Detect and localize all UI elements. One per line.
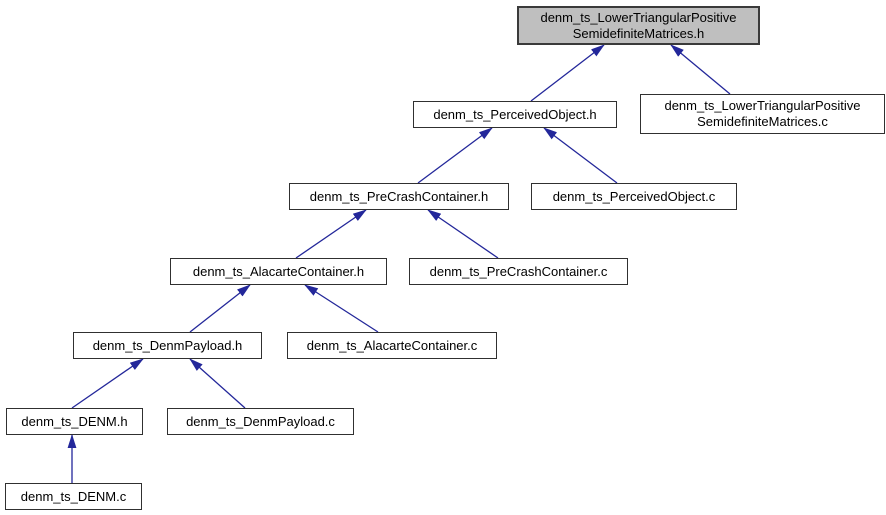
- graph-node-perceived-object-h[interactable]: denm_ts_PerceivedObject.h: [413, 101, 617, 128]
- graph-node-denm-c[interactable]: denm_ts_DENM.c: [5, 483, 142, 510]
- graph-node-alacarte-container-h[interactable]: denm_ts_AlacarteContainer.h: [170, 258, 387, 285]
- node-label: SemidefiniteMatrices.c: [697, 114, 828, 129]
- node-label: denm_ts_PreCrashContainer.c: [429, 263, 608, 279]
- node-label: denm_ts_DENM.c: [20, 488, 127, 504]
- graph-edge-perceived-object-c-includes-perceived-object-h: [543, 127, 618, 184]
- graph-edge-pre-crash-container-h-includes-perceived-object-h: [417, 127, 493, 184]
- graph-node-pre-crash-container-h[interactable]: denm_ts_PreCrashContainer.h: [289, 183, 509, 210]
- node-label: denm_ts_AlacarteContainer.h: [192, 263, 365, 279]
- node-label: denm_ts_AlacarteContainer.c: [306, 337, 478, 353]
- graph-node-perceived-object-c[interactable]: denm_ts_PerceivedObject.c: [531, 183, 737, 210]
- graph-edge-denm-payload-c-includes-denm-payload-h: [189, 358, 246, 409]
- node-label: denm_ts_DenmPayload.c: [186, 413, 335, 429]
- node-label: denm_ts_PerceivedObject.h: [433, 106, 597, 122]
- node-label: denm_ts_DenmPayload.h: [92, 337, 243, 353]
- graph-edge-lower-triangular-c-includes-lower-triangular-h: [670, 44, 731, 95]
- node-label: denm_ts_DENM.h: [21, 413, 128, 429]
- graph-node-pre-crash-container-c[interactable]: denm_ts_PreCrashContainer.c: [409, 258, 628, 285]
- graph-edge-alacarte-container-c-includes-alacarte-container-h: [304, 284, 379, 333]
- graph-edge-denm-h-includes-denm-payload-h: [71, 358, 144, 409]
- graph-node-denm-payload-c[interactable]: denm_ts_DenmPayload.c: [167, 408, 354, 435]
- graph-edge-alacarte-container-h-includes-pre-crash-container-h: [295, 209, 367, 259]
- node-label: SemidefiniteMatrices.h: [572, 25, 705, 41]
- graph-node-denm-payload-h[interactable]: denm_ts_DenmPayload.h: [73, 332, 262, 359]
- graph-node-denm-h[interactable]: denm_ts_DENM.h: [6, 408, 143, 435]
- graph-edge-pre-crash-container-c-includes-pre-crash-container-h: [427, 209, 499, 259]
- graph-edge-denm-payload-h-includes-alacarte-container-h: [189, 284, 251, 333]
- node-label: denm_ts_PreCrashContainer.h: [309, 188, 489, 204]
- node-label: denm_ts_PerceivedObject.c: [552, 188, 716, 204]
- node-label: denm_ts_LowerTriangularPositive: [664, 98, 861, 113]
- graph-edge-perceived-object-h-includes-lower-triangular-h: [530, 44, 605, 102]
- graph-node-alacarte-container-c[interactable]: denm_ts_AlacarteContainer.c: [287, 332, 497, 359]
- node-label: denm_ts_LowerTriangularPositive: [540, 9, 737, 25]
